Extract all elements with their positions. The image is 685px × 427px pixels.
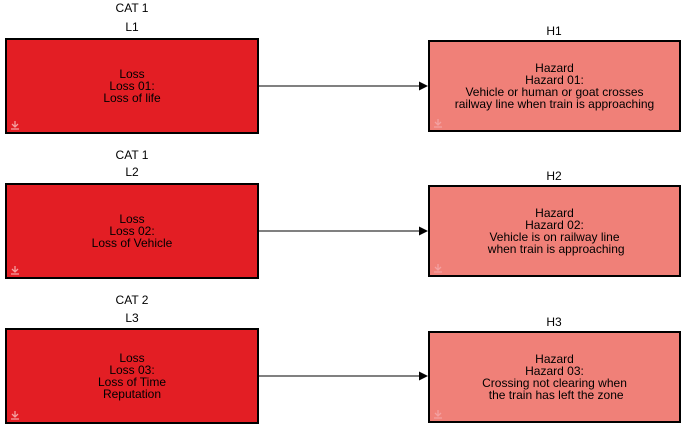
loss-description-text: Reputation [102,387,162,401]
category-label: CAT 2 [115,293,149,307]
category-label: CAT 1 [115,148,149,162]
hazard-type-text: Hazard [535,352,574,366]
loss-block-l3[interactable]: Loss Loss 03: Loss of Time Reputation [5,328,259,424]
category-label: CAT 1 [115,1,149,15]
loss-block-l1[interactable]: Loss Loss 01: Loss of life [5,38,259,134]
connector-arrow-l3-h3[interactable] [259,371,428,381]
port-arrow-icon [434,410,442,419]
loss-id-label: L1 [125,20,139,34]
connector-arrow-l1-h1[interactable] [259,81,428,91]
hazard-description-text: railway line when train is approaching [454,97,655,111]
hazard-id-label: H1 [546,24,562,38]
hazard-id-label: H3 [546,315,562,329]
loss-number-text: Loss 01: [109,79,155,93]
hazard-number-text: Hazard 02: [525,218,584,232]
hazard-description-text: Vehicle or human or goat crosses [465,85,644,99]
loss-number-text: Loss 02: [109,224,155,238]
hazard-description-text: when train is approaching [484,242,625,256]
loss-id-label: L2 [125,165,139,179]
hazard-number-text: Hazard 03: [525,364,584,378]
hazard-description-text: Crossing not clearing when [482,376,627,390]
port-arrow-icon [434,119,442,128]
hazard-type-text: Hazard [535,206,574,220]
hazard-description-text: Vehicle is on railway line [489,230,620,244]
loss-type-text: Loss [119,212,145,226]
port-arrow-icon [11,411,19,420]
loss-block-l2[interactable]: Loss Loss 02: Loss of Vehicle [5,183,259,279]
port-arrow-icon [434,264,442,273]
loss-number-text: Loss 03: [109,363,155,377]
hazard-block-h2[interactable]: Hazard Hazard 02: Vehicle is on railway … [428,185,681,277]
port-arrow-icon [11,266,19,275]
connector-arrow-l2-h2[interactable] [259,226,428,236]
port-arrow-icon [11,121,19,130]
hazard-block-h1[interactable]: Hazard Hazard 01: Vehicle or human or go… [428,40,681,132]
loss-description-text: Loss of Time [97,375,167,389]
loss-type-text: Loss [119,351,145,365]
hazard-block-h3[interactable]: Hazard Hazard 03: Crossing not clearing … [428,331,681,423]
loss-id-label: L3 [125,311,139,325]
hazard-number-text: Hazard 01: [525,73,584,87]
hazard-description-text: the train has left the zone [485,388,624,402]
loss-type-text: Loss [119,67,145,81]
loss-description-text: Loss of Vehicle [91,236,173,250]
hazard-type-text: Hazard [535,61,574,75]
loss-description-text: Loss of life [103,91,161,105]
hazard-id-label: H2 [546,169,562,183]
